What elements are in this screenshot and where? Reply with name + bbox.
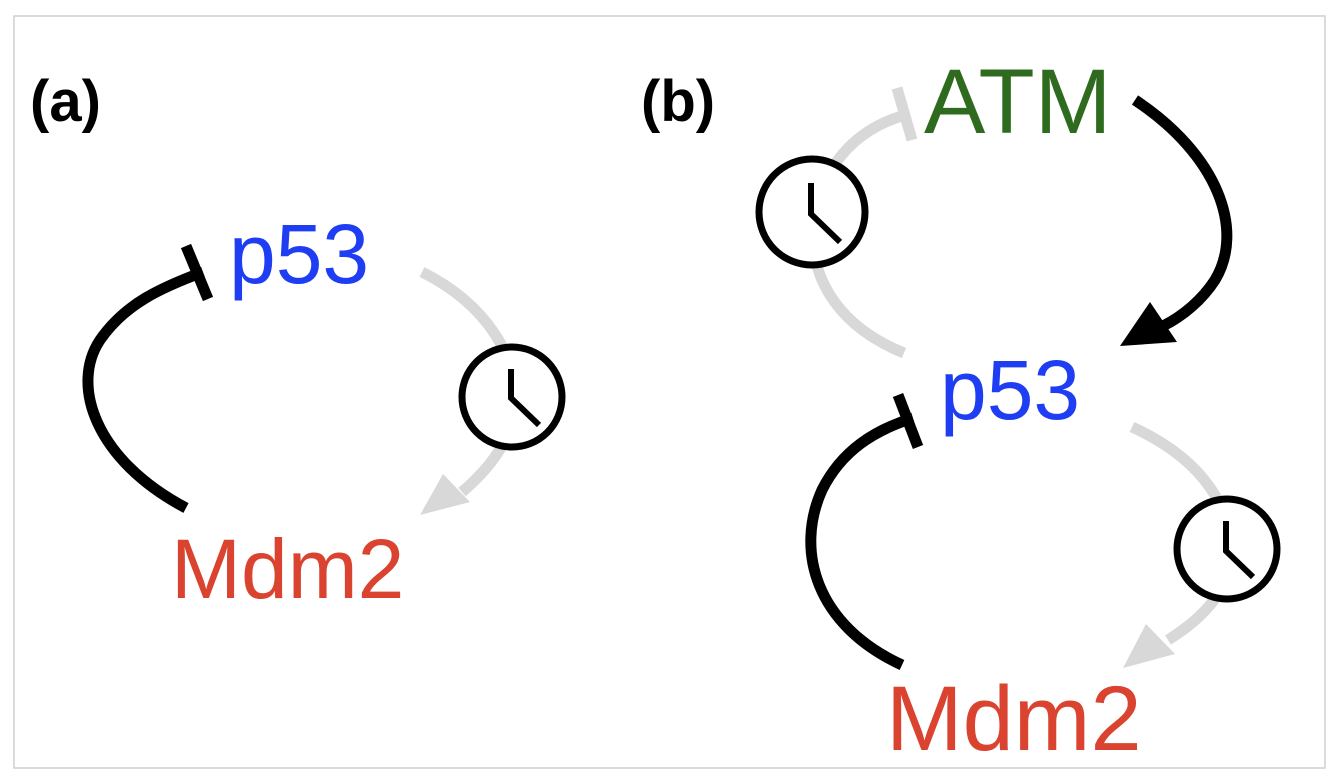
node-mdm2-b: Mdm2 bbox=[886, 668, 1142, 770]
inhibition-bar bbox=[180, 243, 214, 302]
delayed-activation-arrowhead-b bbox=[1123, 624, 1175, 668]
node-mdm2: Mdm2 bbox=[171, 522, 404, 616]
inhibition-arrow-mdm2-to-p53-b bbox=[805, 412, 915, 670]
figure-frame bbox=[13, 15, 1326, 769]
inhibition-bar-atm bbox=[891, 86, 918, 142]
panel-b-label: (b) bbox=[641, 69, 715, 134]
inhibition-arrow-mdm2-to-p53 bbox=[82, 266, 205, 513]
panel-a-label: (a) bbox=[30, 69, 101, 134]
inhibition-bar-b bbox=[892, 393, 924, 449]
node-p53-b: p53 bbox=[940, 343, 1080, 437]
node-p53: p53 bbox=[229, 207, 369, 301]
node-atm: ATM bbox=[924, 51, 1111, 153]
panel-a: (a) p53 Mdm2 bbox=[30, 69, 566, 616]
clock-icon bbox=[1173, 495, 1281, 603]
activation-arrowhead bbox=[1120, 302, 1177, 346]
delayed-activation-arrowhead bbox=[420, 474, 470, 515]
clock-icon bbox=[755, 155, 869, 269]
panel-b: (b) ATM p53 Mdm2 bbox=[641, 51, 1281, 770]
activation-arrow-atm-to-p53 bbox=[1131, 95, 1233, 331]
clock-icon bbox=[458, 343, 566, 451]
